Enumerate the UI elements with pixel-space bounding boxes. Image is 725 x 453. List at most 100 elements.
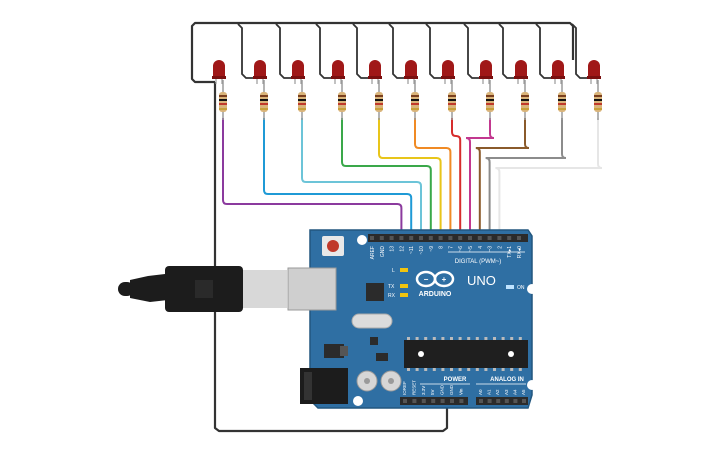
mounting-hole: [357, 235, 367, 245]
digital-pin-hole[interactable]: [468, 236, 472, 240]
red-led[interactable]: [368, 60, 382, 84]
microcontroller-chip: [404, 340, 528, 368]
power-pin-label: GND: [449, 384, 454, 395]
resistor[interactable]: [219, 80, 227, 120]
regulator-tab: [340, 346, 348, 356]
resistor[interactable]: [411, 80, 419, 120]
on-label: ON: [517, 285, 525, 291]
usb-chip: [366, 283, 384, 301]
analog-pin-hole[interactable]: [513, 399, 518, 403]
digital-pin-label: 4: [478, 246, 484, 249]
power-pin-hole[interactable]: [412, 399, 417, 403]
resistor[interactable]: [521, 80, 529, 120]
mounting-hole: [527, 284, 537, 294]
power-pin-hole[interactable]: [459, 399, 464, 403]
signal-wire: [495, 118, 603, 238]
resistor[interactable]: [448, 80, 456, 120]
usb-plug-grip: [195, 280, 213, 298]
power-pin-hole[interactable]: [431, 399, 436, 403]
digital-pin-label: GND: [380, 246, 386, 258]
digital-pin-hole[interactable]: [399, 236, 404, 240]
digital-pin-label: ~3: [488, 246, 494, 252]
digital-pin-hole[interactable]: [419, 236, 423, 240]
red-led[interactable]: [587, 60, 601, 84]
ground-wire: [190, 21, 590, 433]
resistor[interactable]: [260, 80, 268, 120]
red-led[interactable]: [212, 60, 226, 84]
analog-pin-hole[interactable]: [522, 399, 526, 403]
digital-pin-label: ~5: [468, 246, 474, 252]
signal-wire: [301, 118, 422, 238]
power-pin-hole[interactable]: [440, 399, 445, 403]
analog-pin-label: A2: [495, 389, 500, 395]
led-tx-indicator: [400, 284, 408, 288]
digital-pin-label: ~11: [409, 246, 415, 254]
digital-pin-hole[interactable]: [497, 236, 502, 240]
signal-wire: [465, 118, 495, 238]
power-pin-label: IOREF: [402, 381, 407, 395]
mounting-hole: [527, 380, 537, 390]
digital-pin-hole[interactable]: [379, 236, 384, 240]
power-pin-label: 3.3V: [421, 386, 426, 395]
digital-pin-hole[interactable]: [458, 236, 463, 240]
digital-pin-hole[interactable]: [409, 236, 414, 240]
power-led: [506, 285, 514, 289]
analog-pin-hole[interactable]: [496, 399, 501, 403]
digital-pin-hole[interactable]: [428, 236, 433, 240]
digital-pin-hole[interactable]: [438, 236, 443, 240]
digital-pin-hole[interactable]: [487, 236, 492, 240]
chip-notch: [418, 351, 424, 357]
analog-pin-hole[interactable]: [487, 399, 492, 403]
digital-pin-label: 12: [399, 246, 405, 252]
analog-pin-label: A3: [504, 389, 509, 395]
red-led[interactable]: [404, 60, 418, 84]
resistor[interactable]: [298, 80, 306, 120]
resistor[interactable]: [486, 80, 494, 120]
digital-pin-hole[interactable]: [448, 236, 453, 240]
analog-header-label: ANALOG IN: [490, 377, 524, 383]
analog-pin-label: A1: [487, 389, 492, 395]
digital-pin-hole[interactable]: [517, 236, 521, 240]
red-led[interactable]: [291, 60, 305, 84]
power-pin-hole[interactable]: [421, 399, 426, 403]
small-component: [370, 337, 378, 345]
red-led[interactable]: [331, 60, 345, 84]
power-pin-hole[interactable]: [403, 399, 407, 403]
red-led[interactable]: [479, 60, 493, 84]
digital-pin-hole[interactable]: [507, 236, 512, 240]
small-component: [376, 353, 388, 361]
digital-pin-label: ~10: [419, 246, 425, 255]
power-pin-hole[interactable]: [450, 399, 454, 403]
red-led[interactable]: [551, 60, 565, 84]
resistor[interactable]: [375, 80, 383, 120]
led-l-indicator: [400, 268, 408, 272]
signal-wire: [263, 118, 413, 238]
analog-pin-hole[interactable]: [504, 399, 509, 403]
signal-wire: [378, 118, 442, 238]
led-row: [212, 60, 601, 84]
digital-pin-label: AREF: [370, 246, 376, 259]
red-led[interactable]: [253, 60, 267, 84]
signal-wire: [485, 118, 567, 238]
analog-pin-label: A0: [478, 389, 483, 395]
digital-pin-label: 2: [497, 246, 503, 249]
power-pin-label: Vin: [458, 388, 463, 395]
model-label: UNO: [467, 273, 496, 288]
resistor[interactable]: [338, 80, 346, 120]
digital-pin-hole[interactable]: [477, 236, 482, 240]
usb-cable[interactable]: [118, 266, 287, 312]
red-led[interactable]: [441, 60, 455, 84]
signal-wire: [475, 118, 530, 238]
digital-pin-hole[interactable]: [370, 236, 374, 240]
svg-text:−: −: [424, 275, 429, 284]
resistor[interactable]: [558, 80, 566, 120]
reset-button-cap[interactable]: [327, 240, 339, 252]
red-led[interactable]: [514, 60, 528, 84]
digital-pin-hole[interactable]: [389, 236, 394, 240]
digital-pin-label: 13: [390, 246, 396, 252]
analog-pin-hole[interactable]: [479, 399, 483, 403]
digital-pin-label: ~6: [458, 246, 464, 252]
crystal-oscillator: [351, 313, 393, 329]
resistor[interactable]: [594, 80, 602, 120]
